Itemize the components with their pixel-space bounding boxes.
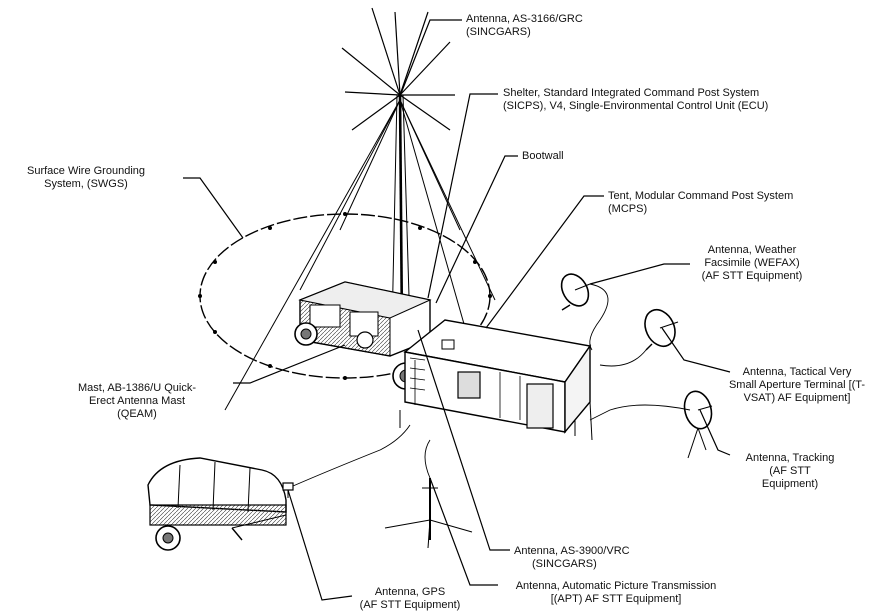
label-line: (AF STT Equipment): [359, 599, 461, 611]
label-line: VSAT) AF Equipment]: [743, 392, 851, 404]
apt-antenna: [384, 478, 473, 549]
label-line: Mast, AB-1386/U Quick-: [78, 382, 196, 394]
wefax-dish: [560, 273, 591, 311]
label-antenna-as3166: Antenna, AS-3166/GRC (SINCGARS): [466, 13, 583, 39]
label-line: (MCPS): [608, 203, 648, 215]
label-line: Erect Antenna Mast: [89, 395, 185, 407]
mcps-tent: [399, 319, 593, 441]
label-line: (AF STT: [769, 465, 811, 477]
label-mast: Mast, AB-1386/U Quick- Erect Antenna Mas…: [42, 382, 232, 421]
shelter-vehicle: [294, 281, 432, 390]
label-line: (SINCGARS): [466, 26, 531, 38]
label-line: Facsimile (WEFAX): [704, 257, 800, 269]
label-gps: Antenna, GPS (AF STT Equipment): [350, 586, 470, 612]
trailer: [147, 457, 287, 551]
label-line: Antenna, Tactical Very: [742, 366, 852, 378]
grounding-wire-loop: [198, 212, 492, 380]
label-line: (SINCGARS): [532, 558, 597, 570]
label-line: Antenna, AS-3900/VRC: [514, 545, 630, 557]
label-line: Antenna, Automatic Picture Transmission: [515, 580, 717, 592]
label-line: Equipment): [761, 478, 819, 490]
label-swgs: Surface Wire Grounding System, (SWGS): [6, 165, 166, 191]
leader-lines: [183, 19, 731, 601]
label-line: [(APT) AF STT Equipment]: [550, 593, 682, 605]
label-shelter: Shelter, Standard Integrated Command Pos…: [503, 87, 768, 113]
cables: [292, 283, 691, 487]
tracking-dish: [683, 390, 713, 459]
label-line: (QEAM): [117, 408, 157, 420]
label-line: Antenna, Tracking: [745, 452, 835, 464]
label-line: Shelter, Standard Integrated Command Pos…: [503, 87, 760, 99]
tvsat-dish: [644, 308, 679, 351]
label-tvsat: Antenna, Tactical Very Small Aperture Te…: [722, 366, 872, 405]
label-line: Bootwall: [522, 150, 564, 162]
label-line: Antenna, Weather: [707, 244, 797, 256]
label-line: System, (SWGS): [44, 178, 128, 190]
label-bootwall: Bootwall: [522, 150, 564, 163]
label-tracking: Antenna, Tracking (AF STT Equipment): [730, 452, 850, 491]
label-line: Antenna, GPS: [374, 586, 446, 598]
label-line: Surface Wire Grounding: [27, 165, 145, 177]
label-line: (SICPS), V4, Single-Environmental Contro…: [503, 100, 769, 112]
label-tent: Tent, Modular Command Post System (MCPS): [608, 190, 793, 216]
label-wefax: Antenna, Weather Facsimile (WEFAX) (AF S…: [682, 244, 822, 283]
label-line: Antenna, AS-3166/GRC: [466, 13, 583, 25]
label-apt: Antenna, Automatic Picture Transmission …: [498, 580, 734, 606]
label-antenna-as3900: Antenna, AS-3900/VRC (SINCGARS): [514, 545, 630, 571]
label-line: Small Aperture Terminal [(T-: [728, 379, 866, 391]
label-line: (AF STT Equipment): [701, 270, 803, 282]
label-line: Tent, Modular Command Post System: [608, 190, 794, 202]
